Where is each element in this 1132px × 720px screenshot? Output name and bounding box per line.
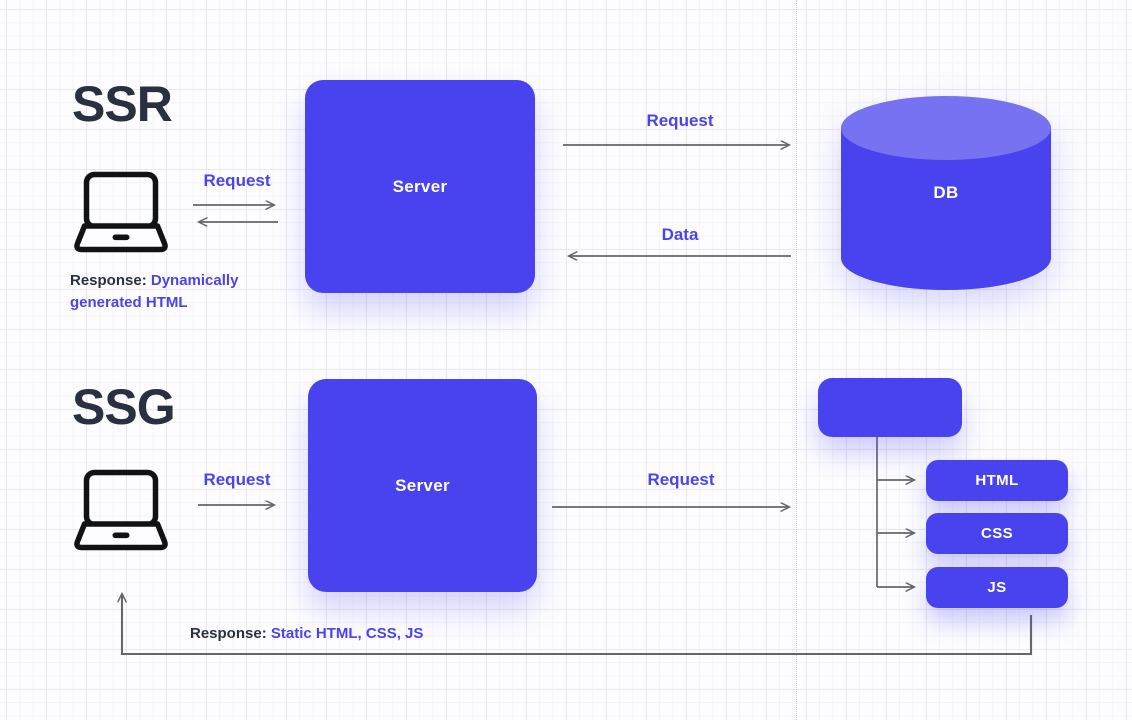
ssr-server-box: Server (305, 80, 535, 293)
ssr-response-prefix: Response: (70, 272, 147, 289)
ssg-response-value: Static HTML, CSS, JS (270, 625, 424, 642)
ssr-client-request-label: Request (203, 171, 271, 190)
ssg-server-request-label: Request (647, 470, 715, 489)
db-cylinder: DB (840, 95, 1052, 291)
ssr-response-value: Dynamically generated HTML (70, 272, 239, 311)
ssr-server-request-label: Request (646, 111, 714, 130)
ssg-title: SSG (72, 379, 176, 435)
ssg-response-text: Response: Static HTML, CSS, JS (190, 623, 423, 645)
file-box-js: JS (926, 567, 1068, 608)
file-box-css-label: CSS (980, 525, 1014, 542)
file-box-js-label: JS (987, 579, 1007, 596)
ssr-server-label: Server (392, 176, 448, 196)
ssg-server-box: Server (308, 379, 537, 592)
ssr-data-label: Data (661, 225, 699, 244)
db-label: DB (933, 183, 959, 202)
laptop-icon (74, 469, 168, 551)
laptop-icon (74, 171, 168, 253)
ssr-title: SSR (72, 76, 173, 132)
ssr-response-text: Response: Dynamically generated HTML (70, 270, 266, 314)
vertical-guide-line (796, 0, 797, 720)
file-box-html-label: HTML (975, 472, 1019, 489)
file-box-css: CSS (926, 513, 1068, 554)
ssg-server-label: Server (395, 475, 450, 495)
ssg-client-request-label: Request (203, 470, 271, 489)
ssg-bundle-box (818, 378, 962, 437)
ssg-response-prefix: Response: (190, 625, 267, 642)
file-box-html: HTML (926, 460, 1068, 501)
